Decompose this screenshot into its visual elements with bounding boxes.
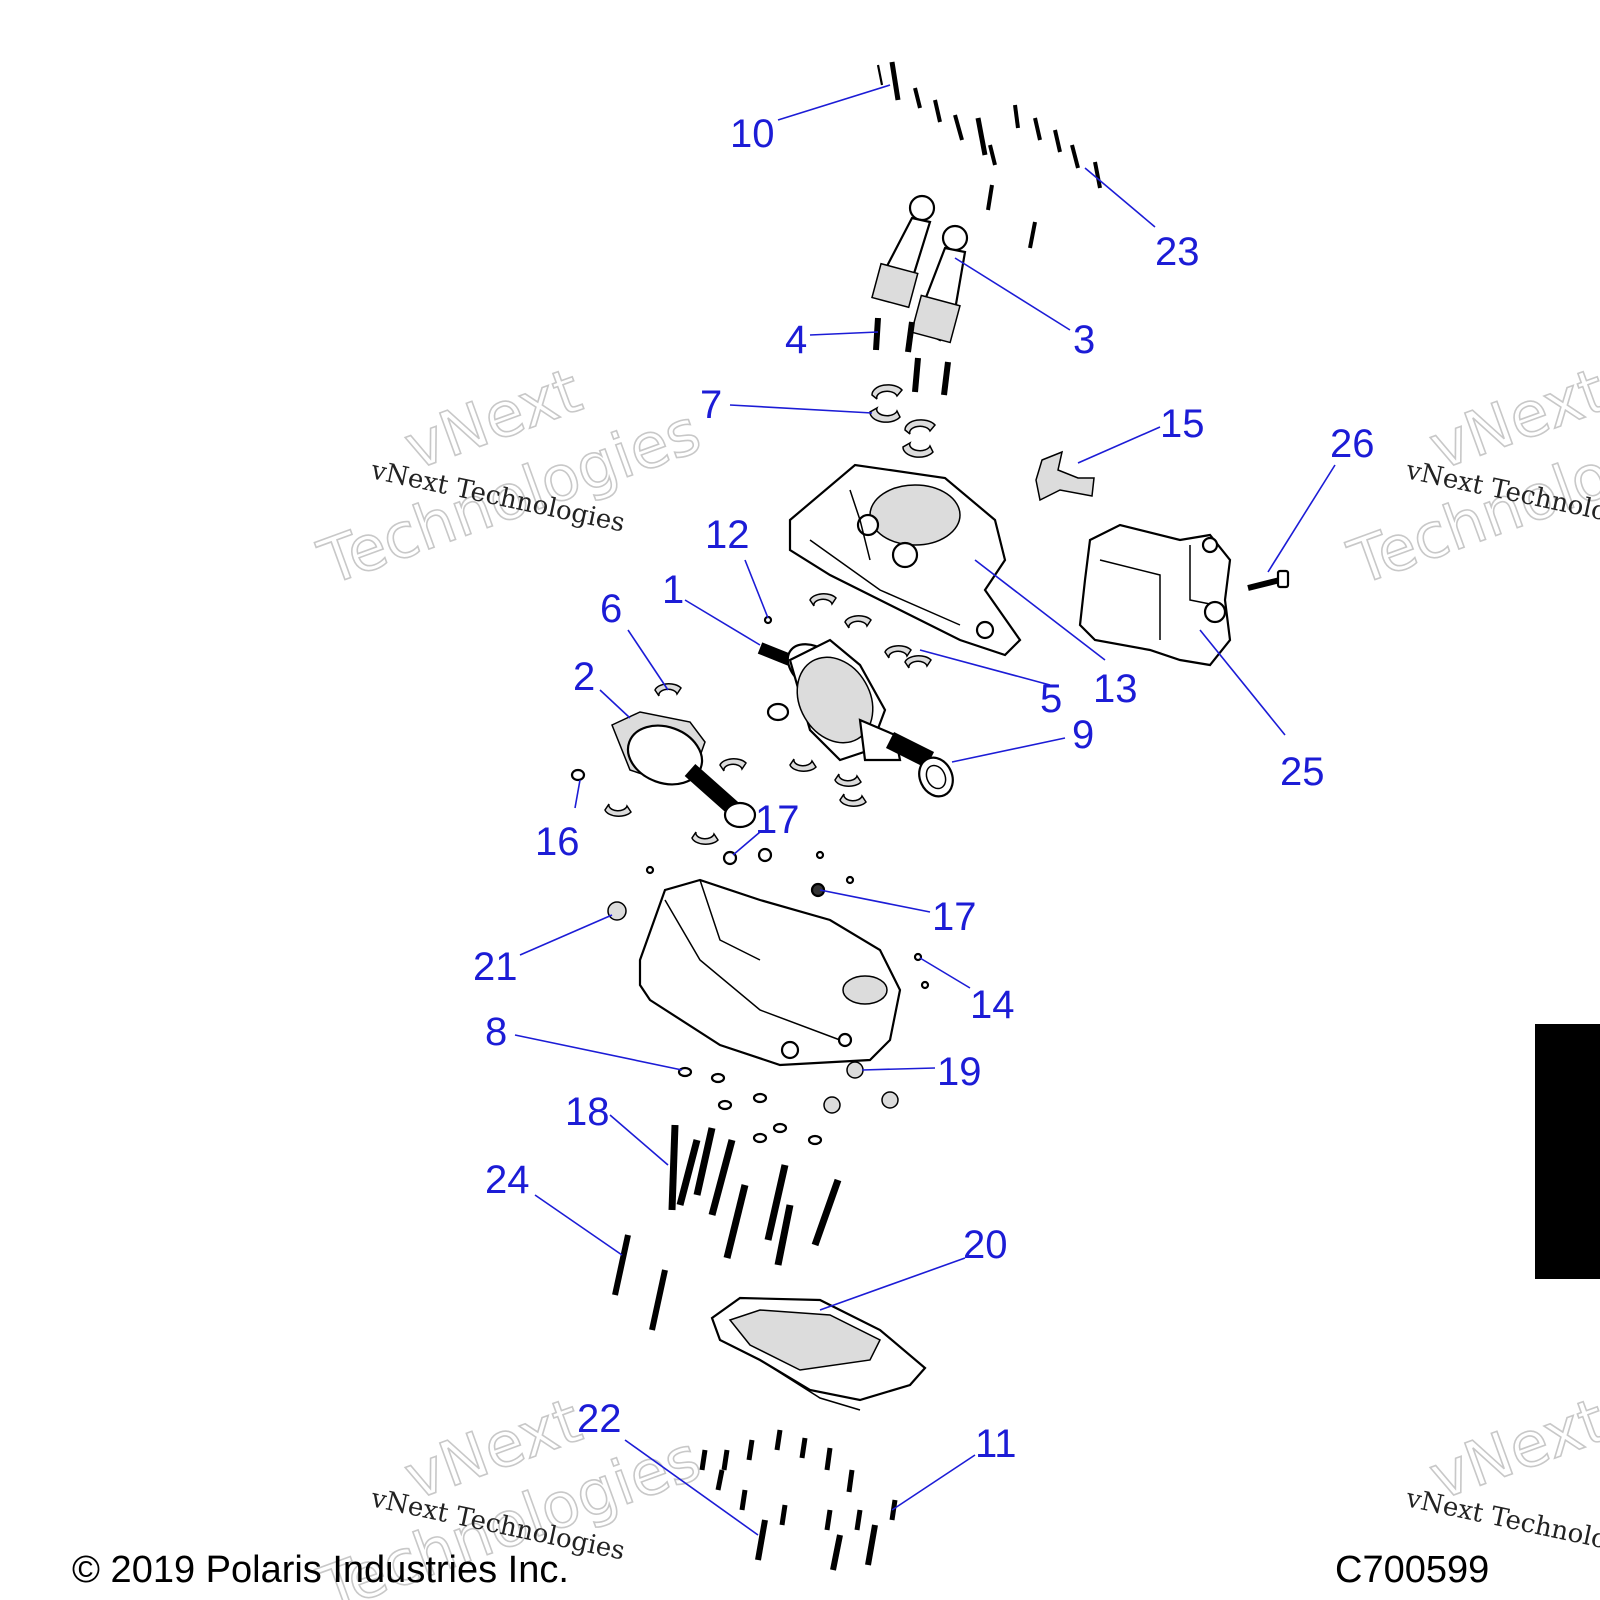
lower-crankcase — [638, 878, 902, 1067]
callout-10: 10 — [730, 112, 775, 156]
callout-12: 12 — [705, 513, 750, 557]
callout-15: 15 — [1160, 402, 1205, 446]
washers — [677, 1061, 899, 1146]
callout-22: 22 — [577, 1397, 622, 1441]
callout-18: 18 — [565, 1090, 610, 1134]
diagram-code: C700599 — [1335, 1549, 1489, 1591]
callout-2: 2 — [573, 655, 595, 699]
callouts: 10 23 3 4 7 15 26 12 1 6 2 5 13 25 9 16 … — [473, 112, 1375, 1466]
rod-bearings — [869, 384, 936, 458]
long-bolts — [612, 1234, 668, 1331]
connecting-rod — [871, 194, 969, 344]
callout-14: 14 — [970, 983, 1015, 1027]
callout-4: 4 — [785, 318, 807, 362]
callout-6: 6 — [600, 587, 622, 631]
rod-bolts — [873, 317, 951, 396]
copyright-text: © 2019 Polaris Industries Inc. — [72, 1549, 569, 1591]
callout-23: 23 — [1155, 230, 1200, 274]
callout-20: 20 — [963, 1223, 1008, 1267]
watermark-bottom-right: vNext vNext Technologies — [1403, 1383, 1600, 1567]
main-bearings — [789, 593, 932, 807]
crankcase-bolts — [668, 1124, 842, 1266]
callout-8: 8 — [485, 1010, 507, 1054]
plug — [607, 901, 627, 921]
callout-24: 24 — [485, 1158, 530, 1202]
callout-1: 1 — [662, 568, 684, 612]
page-edge-tab — [1535, 1024, 1600, 1279]
leader-lines — [514, 84, 1336, 1536]
callout-7: 7 — [700, 383, 722, 427]
callout-17-second: 17 — [932, 895, 977, 939]
callout-17: 17 — [755, 798, 800, 842]
front-cover — [1078, 523, 1232, 667]
watermark-top-left: vNext Technologies vNext Technologies — [308, 353, 710, 600]
callout-26: 26 — [1330, 422, 1375, 466]
callout-11: 11 — [975, 1422, 1017, 1466]
retainer-plate — [1035, 450, 1095, 502]
callout-16: 16 — [535, 820, 580, 864]
callout-21: 21 — [473, 945, 518, 989]
callout-19: 19 — [937, 1050, 982, 1094]
crankshaft — [757, 638, 935, 769]
watermark-top-right: vNext Technologies vNext Technologies — [1338, 353, 1600, 600]
oil-pan-bolts — [699, 1429, 898, 1571]
oil-pan — [710, 1296, 927, 1411]
upper-crankcase — [788, 463, 1022, 657]
callout-13: 13 — [1093, 667, 1138, 711]
balance-shaft — [611, 711, 757, 829]
cover-bolt — [1247, 569, 1290, 591]
callout-3: 3 — [1073, 318, 1095, 362]
callout-5: 5 — [1040, 677, 1062, 721]
callout-25: 25 — [1280, 750, 1325, 794]
callout-9: 9 — [1072, 713, 1094, 757]
balance-bearings — [604, 683, 747, 845]
cylinder-bolts — [876, 61, 1102, 249]
oil-seal — [918, 756, 954, 798]
